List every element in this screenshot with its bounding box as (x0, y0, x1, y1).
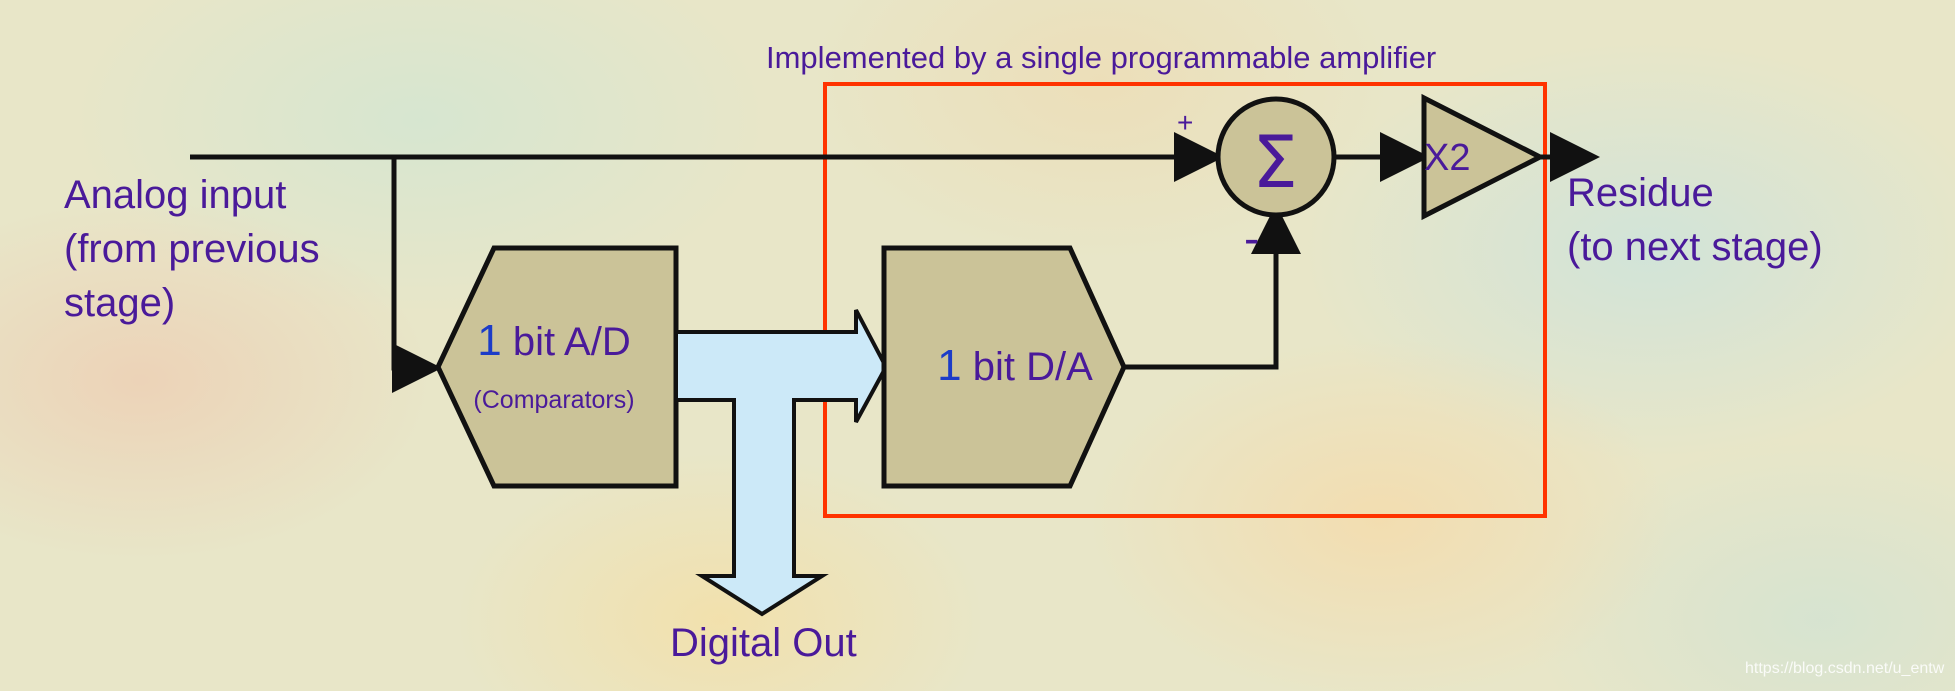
sigma-symbol: Σ (1252, 120, 1298, 204)
adc-block (435, 245, 679, 489)
digital-bus-arrow (674, 309, 889, 617)
gain-label: X2 (1424, 137, 1471, 179)
watermark: https://blog.csdn.net/u_entw (1745, 660, 1945, 677)
adc-bits-number: 1 (477, 316, 502, 365)
analog-input-label: Analog input (from previous stage) (64, 168, 320, 330)
residue-line2: (to next stage) (1567, 225, 1823, 269)
dac-bits-number: 1 (937, 341, 962, 390)
analog-input-line3: stage) (64, 281, 176, 325)
dac-block (881, 245, 1127, 489)
adc-sublabel: (Comparators) (473, 386, 635, 414)
sum-plus-sign: + (1177, 107, 1194, 138)
gain-amplifier-triangle (1421, 93, 1546, 221)
residue-line1: Residue (1567, 171, 1714, 215)
dac-output-line (1124, 204, 1301, 370)
analog-input-line1: Analog input (64, 173, 287, 217)
adc-label: 1 bit A/D (432, 316, 676, 367)
adc-label-text: bit A/D (501, 320, 631, 364)
amplifier-boundary-box (823, 82, 1547, 518)
amplifier-note: Implemented by a single programmable amp… (766, 40, 1437, 75)
analog-input-line2: (from previous (64, 227, 320, 271)
digital-out-label: Digital Out (670, 621, 857, 665)
dac-label-text: bit D/A (961, 345, 1093, 389)
sum-minus-sign: - (1244, 212, 1260, 264)
adc-input-branch (391, 157, 442, 393)
dac-label: 1 bit D/A (900, 338, 1130, 395)
residue-label: Residue (to next stage) (1567, 166, 1823, 274)
